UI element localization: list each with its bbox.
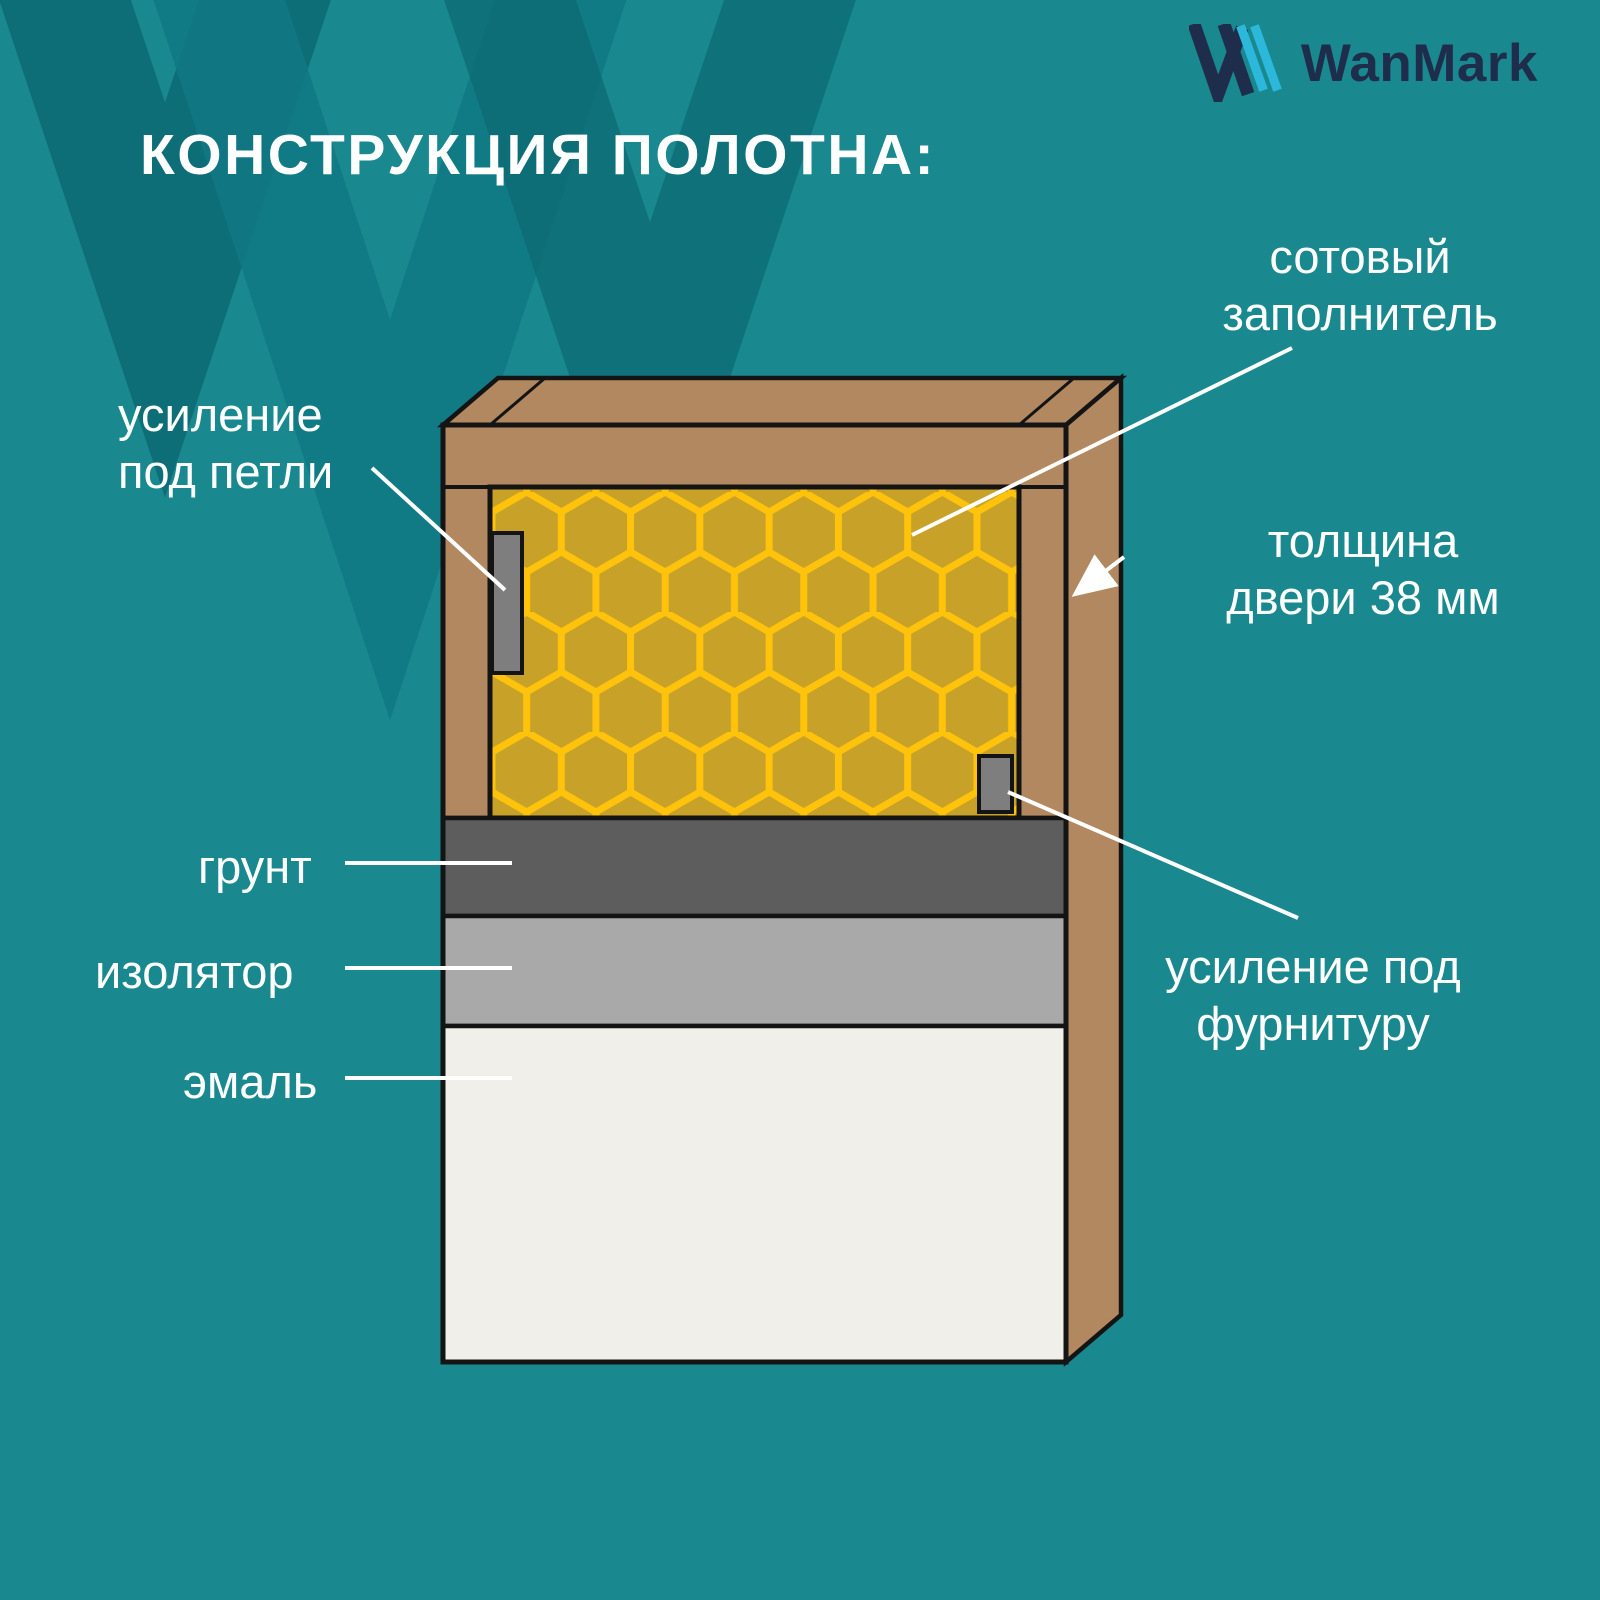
label-enamel: эмаль: [183, 1055, 318, 1108]
honeycomb-leader-line: [911, 346, 1293, 537]
hardware-reinforcement-block: [977, 754, 1014, 814]
hardware-leader-line: [1007, 790, 1299, 920]
door-top-face: [436, 375, 1128, 428]
label-insulator: изолятор: [95, 945, 294, 998]
label-primer: грунт: [198, 840, 312, 893]
enamel-layer: [440, 1023, 1069, 1365]
insulator-layer: [440, 913, 1069, 1029]
top-face-seam: [1018, 376, 1075, 427]
hinge-reinforcement-block: [490, 531, 524, 675]
primer-layer: [440, 815, 1069, 919]
w-logo-navy-stroke: [1217, 24, 1255, 97]
thickness-arrow: [1071, 554, 1126, 597]
w-logo-cyan-stroke: [1236, 24, 1268, 92]
label-hinge-reinforcement: усиление под петли: [118, 388, 334, 499]
door-front-outline: [440, 422, 1069, 1365]
honeycomb-pattern: [487, 484, 1022, 821]
brand-name: WanMark: [1300, 33, 1538, 93]
top-face-seam: [489, 376, 546, 427]
label-hardware-reinforcement: усиление под фурнитуру: [1165, 940, 1461, 1051]
label-door-thickness: толщина двери 38 мм: [1226, 514, 1500, 625]
label-honeycomb-filler: сотовый заполнитель: [1222, 230, 1498, 341]
hinge-leader-line: [370, 466, 507, 592]
brand-logo: WanMark: [1188, 24, 1538, 102]
door-side-face: [1063, 373, 1124, 1367]
page-title: КОНСТРУКЦИЯ ПОЛОТНА:: [140, 123, 937, 187]
leader-lines: [345, 346, 1299, 1080]
w-logo-cyan-stroke: [1250, 24, 1282, 92]
door-diagram: [436, 373, 1128, 1367]
w-logo-icon: [1188, 24, 1282, 102]
